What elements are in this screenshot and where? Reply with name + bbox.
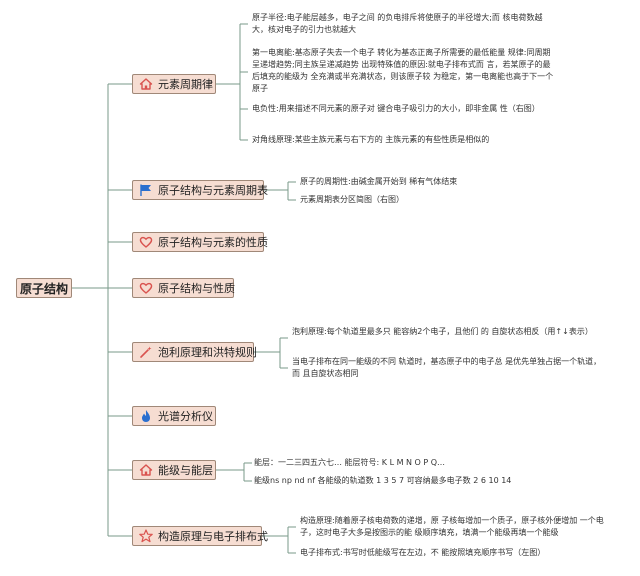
branch-label: 泡利原理和洪特规则: [158, 346, 257, 359]
leaf-text: 能层：一二三四五六七… 能层符号: K L M N O P Q…: [254, 458, 446, 467]
branch-node-aufbau-configuration[interactable]: 构造原理与电子排布式: [132, 526, 268, 546]
leaf-text: 能级ns np nd nf 各能级的轨道数 1 3 5 7 可容纳最多电子数 2…: [254, 476, 512, 485]
leaf-text: 电子排布式:书写时低能级写在左边，不 能按照填充顺序书写（左图）: [300, 548, 546, 557]
leaf-text: 原子半径:电子能层越多，电子之间 的负电排斥将使原子的半径增大;而 核电荷数越大…: [252, 13, 543, 34]
leaf-text: 原子的周期性:由碱金属开始到 稀有气体结束: [300, 177, 458, 186]
leaf-text: 对角线原理:某些主族元素与右下方的 主族元素的有些性质是相似的: [252, 135, 490, 144]
branch-label: 原子结构与性质: [158, 282, 235, 295]
house-icon: [139, 77, 153, 91]
branch-label: 原子结构与元素周期表: [158, 184, 268, 197]
branch-label: 能级与能层: [158, 464, 213, 477]
leaf-text: 当电子排布在同一能级的不同 轨道时，基态原子中的电子总 是优先单独占据一个轨道，…: [292, 357, 602, 378]
branch-node-structure-properties[interactable]: 原子结构与性质: [132, 278, 235, 298]
heart-icon: [139, 281, 153, 295]
heart-icon: [139, 235, 153, 249]
branch-node-structure-periodic-table[interactable]: 原子结构与元素周期表: [132, 180, 268, 200]
leaf-text: 第一电离能:基态原子失去一个电子 转化为基态正离子所需要的最低能量 规律:同周期…: [252, 48, 554, 93]
root-node[interactable]: 原子结构: [16, 278, 72, 298]
branch-label: 光谱分析仪: [158, 410, 213, 423]
root-node-label: 原子结构: [19, 281, 68, 296]
branch-node-structure-element-properties[interactable]: 原子结构与元素的性质: [132, 232, 268, 252]
branch-label: 原子结构与元素的性质: [158, 236, 268, 249]
leaf-text: 元素周期表分区简图（右图）: [300, 195, 404, 204]
flame-icon: [139, 409, 153, 423]
branch-label: 元素周期律: [158, 78, 213, 91]
branch-node-spectrum-analyzer[interactable]: 光谱分析仪: [132, 406, 216, 426]
leaf-text: 构造原理:随着原子核电荷数的递增，原 子核每增加一个质子，原子核外便增加 一个电…: [300, 516, 604, 537]
house-icon: [139, 463, 153, 477]
flag-icon: [139, 183, 153, 197]
star-icon: [139, 529, 153, 543]
branch-node-periodic-law[interactable]: 元素周期律: [132, 74, 216, 94]
leaf-text: 泡利原理:每个轨道里最多只 能容纳2个电子，且他们 的 自旋状态相反（用↑↓表示…: [292, 327, 593, 336]
branch-node-energy-levels[interactable]: 能级与能层: [132, 460, 216, 480]
branch-node-pauli-hund[interactable]: 泡利原理和洪特规则: [132, 342, 257, 362]
leaf-text: 电负性:用来描述不同元素的原子对 键合电子吸引力的大小，即非金属 性（右图）: [252, 104, 540, 113]
branch-label: 构造原理与电子排布式: [158, 530, 268, 543]
wand-icon: [139, 345, 153, 359]
